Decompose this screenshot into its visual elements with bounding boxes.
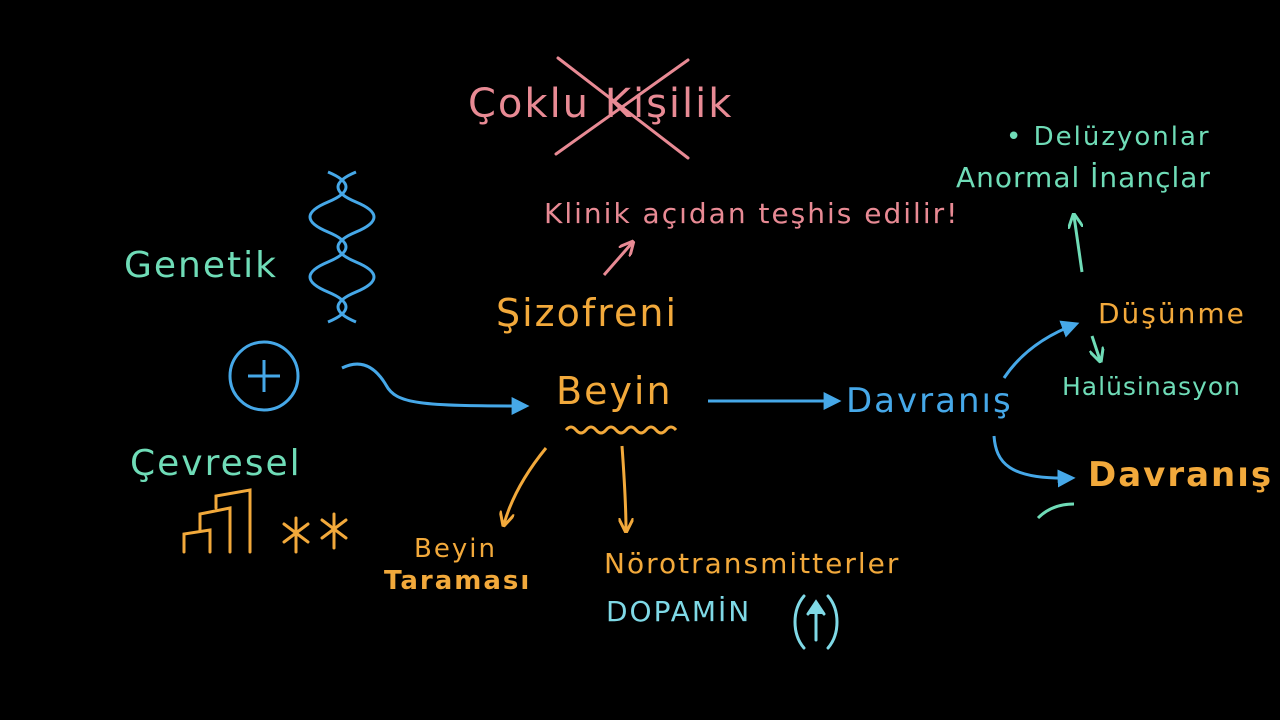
arrow-to-clinical-note <box>602 243 632 276</box>
behavior-label-orange: Davranış <box>1088 455 1274 495</box>
clinical-note: Klinik açıdan teşhis edilir! <box>544 197 960 230</box>
behavior-label-blue: Davranış <box>846 381 1013 421</box>
crossed-title: Çoklu Kişilik <box>468 81 734 127</box>
up-arrow-parentheses-icon <box>793 594 839 650</box>
environmental-label: Çevresel <box>130 443 302 484</box>
plus-circle-icon <box>228 340 300 412</box>
stairs-icon <box>182 488 252 554</box>
arrow-to-hallucination <box>1092 335 1100 360</box>
arrow-to-neurotransmitters <box>622 445 626 530</box>
dna-helix-icon <box>308 170 376 324</box>
abnormal-beliefs-label: Anormal İnançlar <box>956 161 1211 194</box>
brain-scan-line2: Taraması <box>384 566 532 596</box>
arrow-to-behavior-orange <box>992 435 1076 488</box>
brain-scan-line1: Beyin <box>414 534 497 564</box>
center-title: Şizofreni <box>496 291 679 335</box>
thinking-label: Düşünme <box>1098 297 1246 330</box>
neurotransmitters-label: Nörotransmitterler <box>604 547 901 580</box>
arrow-to-abnormal-beliefs <box>1074 216 1084 273</box>
hallucination-label: Halüsinasyon <box>1062 372 1242 401</box>
arrow-to-brain <box>341 362 530 415</box>
stars-icon <box>282 512 348 554</box>
delusions-label: • Delüzyonlar <box>1006 122 1211 152</box>
arrow-to-thinking <box>1002 320 1080 379</box>
dopamine-label: DOPAMİN <box>606 595 752 628</box>
teal-stroke-mark <box>1036 502 1075 520</box>
cross-out-mark <box>554 56 690 160</box>
genetic-label: Genetik <box>124 245 278 286</box>
brain-underline-squiggle <box>564 425 678 435</box>
brain-label: Beyin <box>556 369 673 413</box>
arrow-to-brain-scan <box>504 447 548 524</box>
